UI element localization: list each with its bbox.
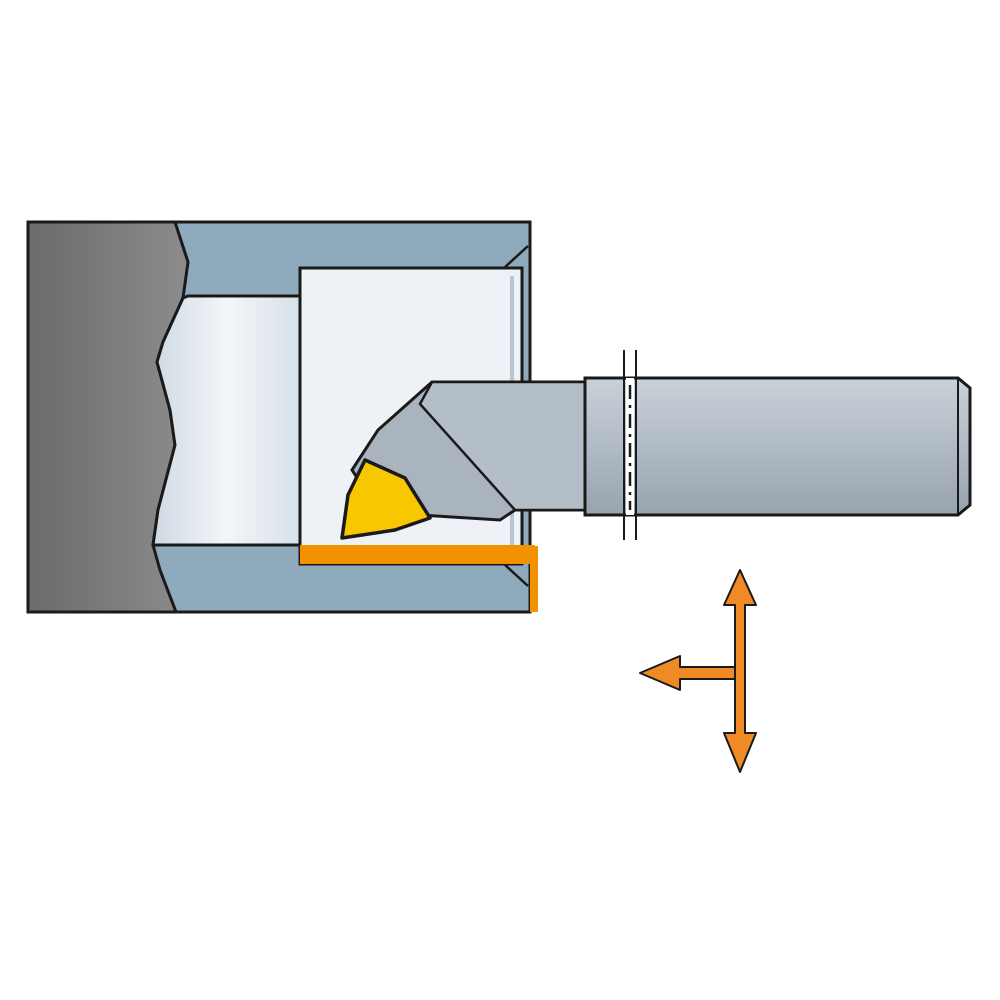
feed-arrow-horizontal	[639, 655, 736, 691]
feed-direction-arrows	[639, 569, 757, 773]
machined-surface-band	[300, 546, 530, 560]
bore-left-section	[151, 294, 302, 547]
bore-chamfer-top	[503, 245, 529, 269]
boring-tool	[340, 350, 972, 540]
machined-surface-edge	[530, 546, 538, 612]
tool-shank	[583, 376, 972, 517]
feed-arrow-vertical	[723, 569, 757, 773]
tool-head-facet	[418, 380, 587, 512]
bore-chamfer-bottom	[503, 563, 529, 587]
machined-surface	[300, 545, 535, 612]
cutting-insert	[340, 458, 432, 540]
